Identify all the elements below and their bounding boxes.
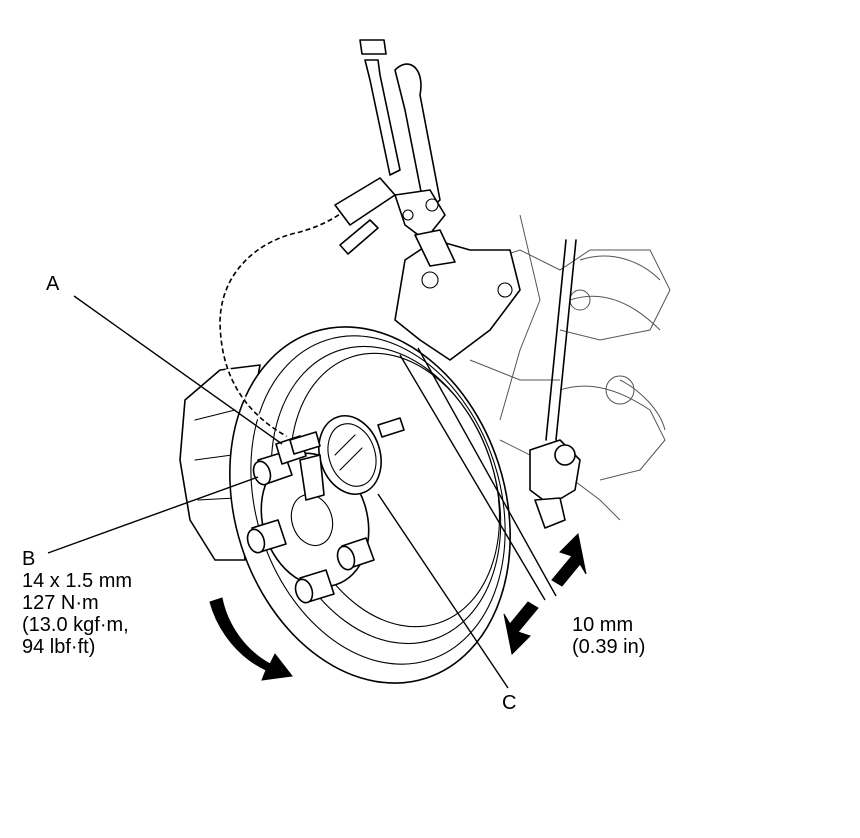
dimension-mm: 10 mm [572,614,634,636]
rotation-arrow-icon [209,597,293,681]
dimension-in: (0.39 in) [572,636,646,658]
flexible-arm [216,202,354,439]
callout-b-torque-kgfm: (13.0 kgf·m, [22,614,129,636]
callout-b-thread-size: 14 x 1.5 mm [22,570,133,592]
callout-leaders [47,295,557,689]
measure-arrow-icon [503,532,587,656]
lug-nut [294,569,335,604]
callout-b-letter: B [22,548,36,570]
callout-a-label: A [46,273,60,295]
locking-pliers-icon [334,39,456,267]
wheel-studs [246,435,375,604]
callout-c-label: C [502,692,517,714]
brake-disc [229,326,511,684]
lug-nut [336,537,375,571]
lug-nut [246,519,287,554]
callout-b-torque-nm: 127 N·m [22,592,99,614]
dimension-label: 10 mm (0.39 in) [572,614,645,658]
tie-rod [529,239,581,529]
callout-b-torque-lbfft: 94 lbf·ft) [22,636,96,658]
callout-b-block: B 14 x 1.5 mm 127 N·m (13.0 kgf·m, 94 lb… [22,548,132,658]
dial-indicator-icon [289,415,405,501]
knuckle-arm [394,239,521,361]
